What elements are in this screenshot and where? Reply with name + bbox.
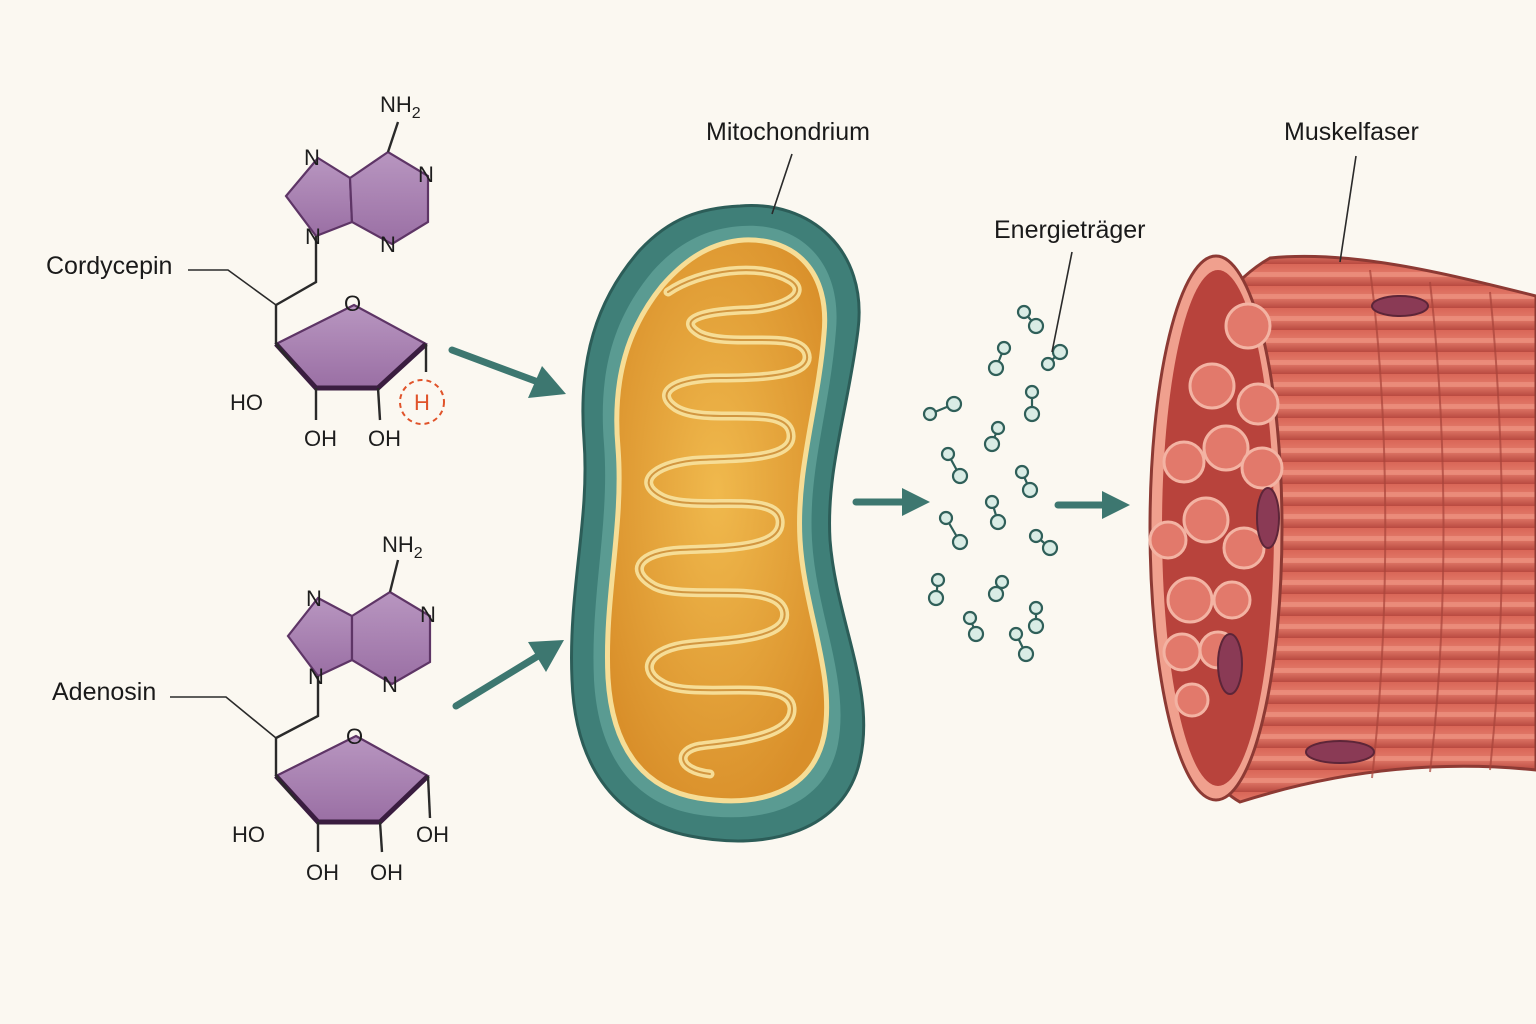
myofibril: [1188, 362, 1236, 410]
nucleus: [1217, 633, 1243, 695]
energy-carrier-molecule: [1014, 464, 1039, 499]
energy-carrier-molecule: [1027, 600, 1045, 635]
nitrogen-label: N: [380, 232, 396, 257]
myofibril: [1162, 440, 1206, 484]
muskelfaser-label: Muskelfaser: [1284, 118, 1419, 146]
myofibril: [1174, 682, 1210, 718]
energy-carrier-molecule: [1023, 384, 1041, 423]
bond: [275, 343, 297, 369]
bond: [275, 775, 297, 801]
energy-carrier-molecule: [962, 610, 985, 643]
energy-carrier-molecule: [1016, 304, 1045, 335]
myofibril: [1212, 580, 1252, 620]
energy-carrier-molecule: [984, 494, 1007, 531]
bond: [426, 775, 432, 819]
energietraeger-leader-line: [1051, 251, 1073, 353]
energy-carrier-molecule: [940, 446, 969, 485]
energy-carrier-molecule: [938, 510, 969, 551]
nucleus: [1256, 487, 1280, 549]
mitochondrium-leader-line: [771, 153, 793, 215]
adenosin-molecule: NH2 N N N N O HO OH OH OH: [232, 532, 449, 885]
hydroxyl-label: OH: [370, 860, 403, 885]
cordycepin-pyrimidine-ring: [348, 150, 430, 246]
nitrogen-label: N: [308, 664, 324, 689]
cordycepin-sugar-ring: [274, 303, 428, 390]
myofibril: [1236, 382, 1280, 426]
myofibril: [1166, 576, 1214, 624]
energy-carrier-molecule: [927, 572, 946, 607]
highlight-circle: [399, 379, 445, 425]
bond: [388, 559, 400, 593]
energy-carrier-molecule: [983, 420, 1006, 453]
mitochondrium-matrix: [605, 237, 830, 804]
energy-carrier-molecule: [987, 574, 1010, 603]
nucleus: [1305, 740, 1375, 764]
muskelfaser-leader-line: [1339, 155, 1357, 263]
arrow-energy-to-muscle: [1054, 491, 1130, 519]
energy-carrier-molecule: [987, 340, 1012, 377]
myofibril: [1182, 496, 1230, 544]
energietraeger-label: Energieträger: [994, 216, 1145, 244]
amino-group-label: NH2: [380, 92, 421, 122]
adenosin-leader-line: [170, 696, 277, 739]
adenosin-label: Adenosin: [52, 678, 156, 706]
nucleus: [1371, 295, 1429, 317]
mitochondrium-label: Mitochondrium: [706, 118, 870, 146]
nitrogen-label: N: [305, 224, 321, 249]
hydroxyl-label: OH: [416, 822, 449, 847]
hydroxyl-label: OH: [368, 426, 401, 451]
adenosin-pyrimidine-ring: [350, 590, 432, 686]
mitochondrium: [570, 204, 866, 843]
myofibril: [1148, 520, 1188, 560]
nitrogen-label: N: [382, 672, 398, 697]
energy-carriers: [922, 304, 1069, 663]
bond: [275, 676, 320, 740]
bond: [275, 236, 318, 307]
myofibril: [1240, 446, 1284, 490]
myofibril: [1202, 424, 1250, 472]
bond: [386, 121, 400, 153]
bond: [378, 821, 384, 853]
nitrogen-label: N: [418, 162, 434, 187]
hydroxyl-label: OH: [304, 426, 337, 451]
hydroxyl-label: HO: [230, 390, 263, 415]
arrow-mitochondrium-to-energy: [852, 488, 930, 516]
oxygen-label: O: [346, 724, 363, 749]
myofibril: [1224, 302, 1272, 350]
myofibril: [1222, 526, 1266, 570]
arrow-cordycepin-to-mitochondrium: [448, 346, 566, 398]
energy-carrier-molecule: [1028, 528, 1059, 557]
muscle-fiber: [1148, 254, 1536, 804]
myofibril: [1162, 632, 1202, 672]
hydrogen-highlight-label: H: [414, 390, 430, 415]
hydroxyl-label: OH: [306, 860, 339, 885]
cordycepin-molecule: NH2 N N N N O HO OH OH H: [230, 92, 445, 451]
nitrogen-label: N: [304, 145, 320, 170]
energy-carrier-molecule: [922, 395, 963, 422]
energy-carrier-molecule: [1040, 343, 1069, 372]
cordycepin-label: Cordycepin: [46, 252, 172, 280]
cordycepin-leader-line: [188, 269, 277, 306]
nitrogen-label: N: [420, 602, 436, 627]
bond: [376, 387, 382, 421]
cordycepin-imidazole-ring: [284, 156, 354, 238]
arrow-adenosin-to-mitochondrium: [452, 640, 564, 710]
oxygen-label: O: [344, 291, 361, 316]
energy-carrier-molecule: [1008, 626, 1035, 663]
nitrogen-label: N: [306, 586, 322, 611]
hydroxyl-label: HO: [232, 822, 265, 847]
amino-group-label: NH2: [382, 532, 423, 562]
adenosin-imidazole-ring: [286, 596, 354, 678]
